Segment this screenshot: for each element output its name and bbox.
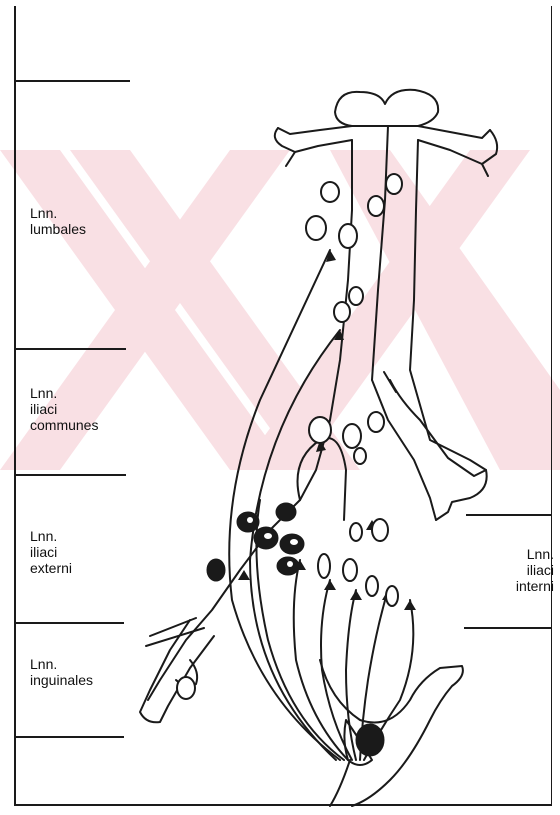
lymph-node-icon (207, 559, 225, 581)
lymph-node-icon (343, 559, 357, 581)
lymph-node-icon (318, 554, 330, 578)
label-lnn-iliaci-interni: Lnn. iliaci interni (498, 546, 554, 594)
lymph-node-icon (309, 417, 331, 443)
lymph-node-icon (349, 287, 363, 305)
label-lnn-lumbales: Lnn. lumbales (30, 205, 86, 237)
lymph-node-icon (368, 412, 384, 432)
vena-cava (372, 126, 388, 380)
lymph-node-icon (306, 216, 326, 240)
lymph-node-icon (386, 174, 402, 194)
lymph-channel (346, 590, 356, 760)
lymph-node-icon (276, 503, 296, 521)
label-lnn-inguinales: Lnn. inguinales (30, 656, 93, 688)
lymph-node-icon (372, 519, 388, 541)
lymph-node-icon (368, 196, 384, 216)
lymph-node-icon (334, 302, 350, 322)
renal-vessel-right (418, 126, 490, 176)
lymph-node-icon (386, 586, 398, 606)
common-iliac-left (148, 420, 330, 700)
lymph-node-icon (350, 523, 362, 541)
lymph-node-icon (177, 677, 195, 699)
vertebra-shape (335, 90, 438, 126)
renal-vessel-left (278, 126, 352, 166)
lymph-node-icon (354, 448, 366, 464)
lymph-node-icon (339, 224, 357, 248)
label-lnn-iliaci-externi: Lnn. iliaci externi (30, 528, 72, 576)
lymph-node-icon (366, 576, 378, 596)
lymph-node-icon (343, 424, 361, 448)
lymph-node-icon (356, 724, 384, 756)
lymph-node-icon (321, 182, 339, 202)
label-lnn-iliaci-communes: Lnn. iliaci communes (30, 385, 98, 433)
